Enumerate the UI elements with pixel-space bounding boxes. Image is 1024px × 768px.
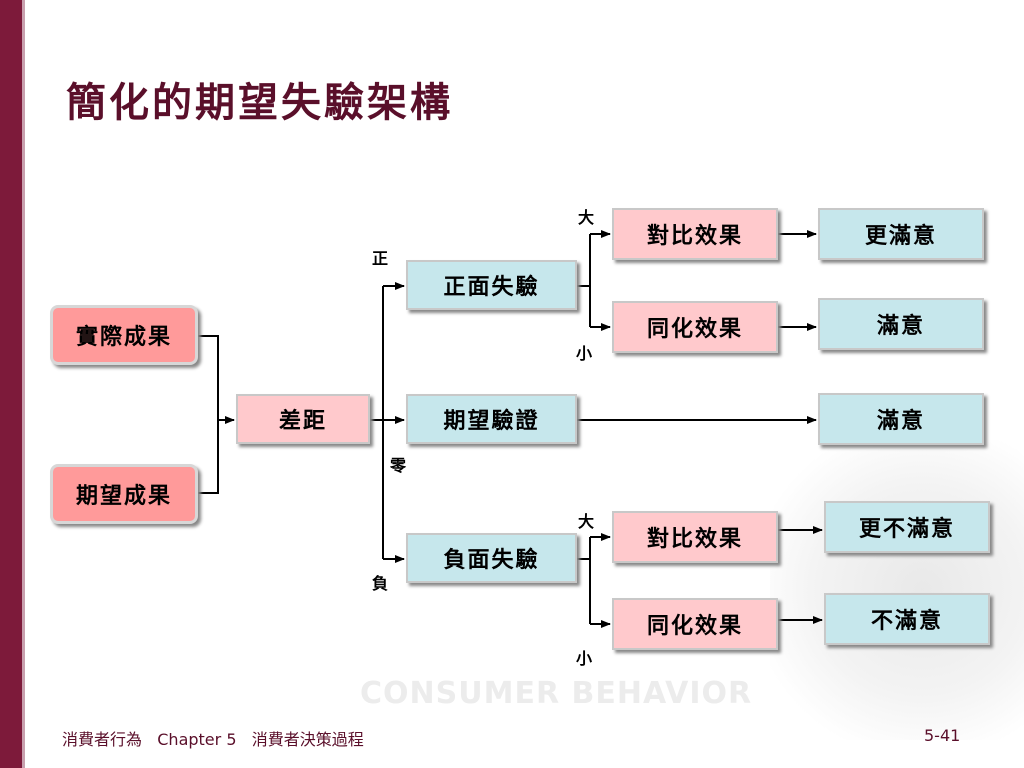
expectation-confirmation-box: 期望驗證: [406, 394, 577, 444]
label-negative: 負: [372, 574, 389, 593]
actual-outcome-box: 實際成果: [50, 305, 198, 365]
background-photo: [770, 440, 1024, 740]
satisfied-box-2: 滿意: [818, 393, 984, 445]
footer-course-info: 消費者行為 Chapter 5 消費者決策過程: [62, 730, 364, 749]
dissatisfied-box: 不滿意: [824, 593, 990, 645]
footer-page-number: 5-41: [924, 726, 961, 745]
negative-disconfirmation-box: 負面失驗: [406, 533, 577, 583]
label-big-top: 大: [578, 208, 595, 227]
contrast-effect-bottom-box: 對比效果: [612, 511, 778, 563]
label-small-top: 小: [576, 344, 593, 363]
connector-actual: [198, 335, 219, 494]
satisfied-box-1: 滿意: [818, 298, 984, 350]
gap-box: 差距: [236, 394, 370, 444]
slide-title: 簡化的期望失驗架構: [66, 79, 453, 126]
left-accent-bar: [0, 0, 22, 768]
left-accent-stripe: [22, 0, 25, 768]
positive-disconfirmation-box: 正面失驗: [406, 260, 577, 310]
more-dissatisfied-box: 更不滿意: [824, 501, 990, 553]
contrast-effect-top-box: 對比效果: [612, 208, 778, 260]
label-small-bottom: 小: [576, 649, 593, 668]
label-positive: 正: [372, 249, 389, 268]
label-big-bottom: 大: [578, 512, 595, 531]
watermark-text: CONSUMER BEHAVIOR: [360, 676, 753, 711]
expected-outcome-box: 期望成果: [50, 464, 198, 524]
assimilation-effect-top-box: 同化效果: [612, 301, 778, 353]
more-satisfied-box: 更滿意: [818, 208, 984, 260]
label-zero: 零: [390, 456, 407, 475]
assimilation-effect-bottom-box: 同化效果: [612, 598, 778, 650]
